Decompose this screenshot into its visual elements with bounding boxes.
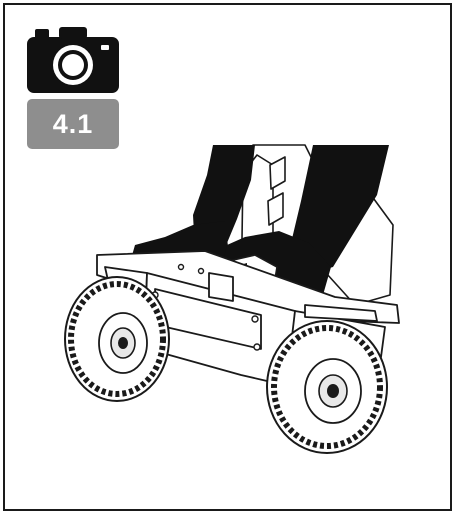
step-number-badge: 4.1 [27,99,119,149]
right-front-wheel [267,321,387,453]
step-number: 4.1 [53,109,94,140]
camera-icon [27,27,119,93]
instruction-panel: 4.1 [3,3,452,511]
left-front-wheel [65,277,169,401]
